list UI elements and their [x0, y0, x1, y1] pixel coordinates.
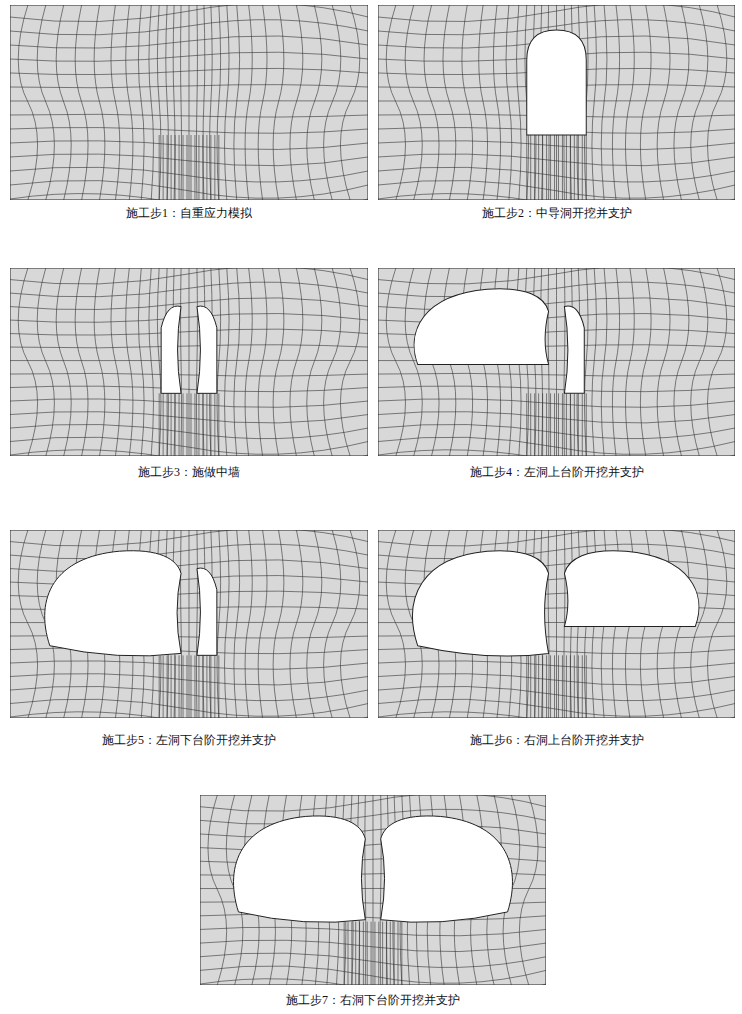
step-caption: 施工步1：自重应力模拟	[126, 205, 252, 222]
mesh-panel	[200, 795, 546, 985]
mesh-panel	[10, 530, 368, 718]
mesh-panel	[378, 5, 735, 200]
step-caption: 施工步3：施做中墙	[138, 464, 240, 481]
step-caption: 施工步7：右洞下台阶开挖并支护	[286, 992, 460, 1009]
step-caption: 施工步4：左洞上台阶开挖并支护	[470, 464, 644, 481]
step-caption: 施工步2：中导洞开挖并支护	[482, 205, 632, 222]
step-caption: 施工步5：左洞下台阶开挖并支护	[102, 732, 276, 749]
step-caption: 施工步6：右洞上台阶开挖并支护	[470, 732, 644, 749]
mesh-panel	[10, 5, 368, 200]
mesh-panel	[10, 268, 368, 456]
mesh-panel	[378, 530, 735, 718]
mesh-panel	[378, 268, 735, 456]
